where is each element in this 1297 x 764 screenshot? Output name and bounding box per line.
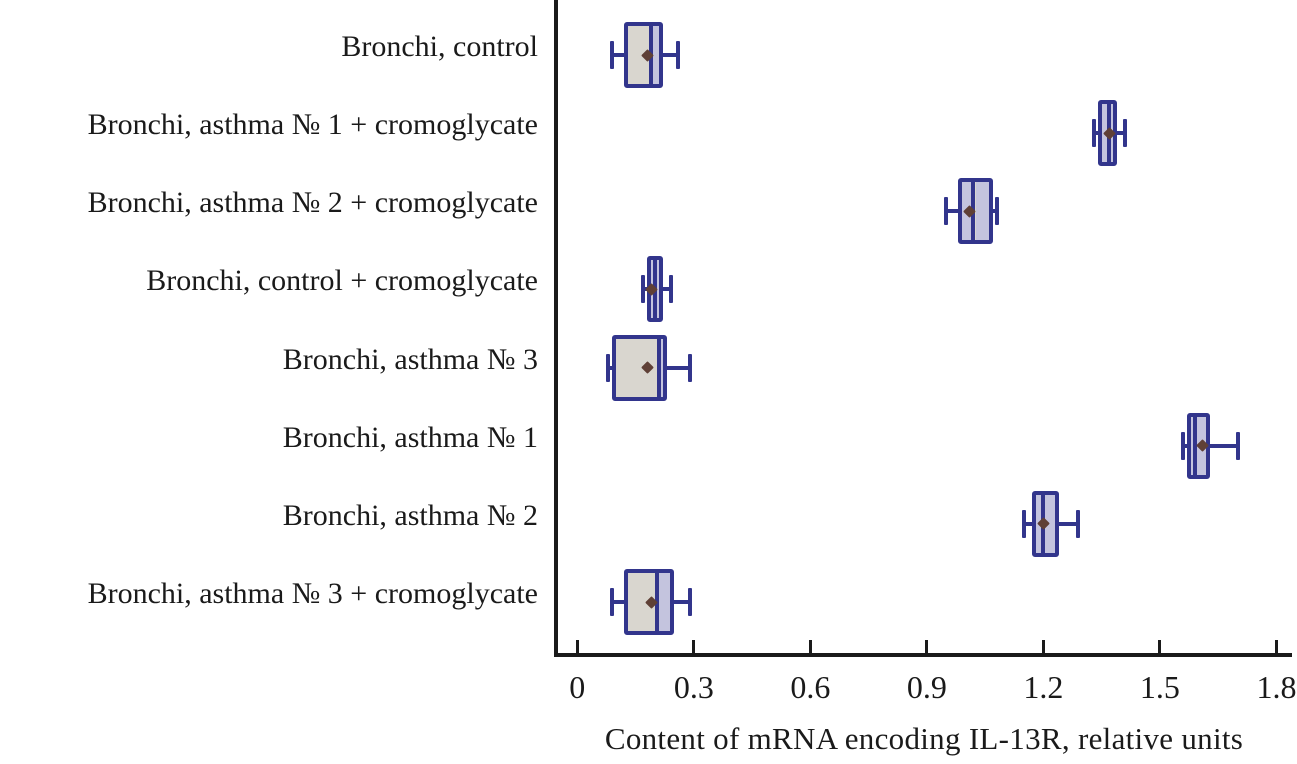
x-tick-label: 0.3: [673, 669, 714, 705]
x-tick-label: 1.8: [1256, 669, 1297, 705]
box-fill-right: [975, 182, 989, 241]
category-label: Bronchi, asthma № 3 + cromoglycate: [87, 577, 538, 610]
category-label: Bronchi, control: [341, 30, 538, 63]
whisker-cap-left: [606, 353, 611, 382]
whisker-cap-left: [1021, 509, 1026, 538]
x-tick-label: 1.5: [1139, 669, 1180, 705]
box-fill-left: [1191, 416, 1193, 475]
whisker-cap-left: [1091, 119, 1096, 148]
box-fill-right: [1045, 494, 1055, 553]
median-line: [656, 338, 661, 397]
category-label: Bronchi, asthma № 3: [282, 342, 538, 376]
whisker-cap-right: [668, 275, 673, 304]
box-fill-right: [656, 260, 659, 319]
x-tick-label: 0: [569, 669, 586, 705]
x-tick: [692, 640, 696, 653]
x-axis-title: Content of mRNA encoding IL-13R, relativ…: [604, 721, 1244, 756]
whisker-cap-left: [1181, 431, 1186, 460]
whisker-cap-left: [610, 588, 615, 616]
x-tick-label: 1.2: [1023, 669, 1064, 705]
whisker-cap-right: [676, 41, 681, 69]
box-fill-right: [653, 26, 659, 84]
x-tick: [1274, 640, 1278, 653]
whisker-cap-right: [994, 197, 999, 226]
whisker-cap-right: [1235, 431, 1240, 460]
x-tick-label: 0.6: [790, 669, 831, 705]
category-label: Bronchi, asthma № 2 + cromoglycate: [87, 186, 538, 220]
box: [612, 334, 667, 401]
x-tick: [808, 640, 812, 653]
box-fill-left: [627, 26, 650, 84]
x-tick: [1158, 640, 1162, 653]
x-tick: [925, 640, 929, 653]
whisker-cap-left: [641, 275, 646, 304]
category-label: Bronchi, control + cromoglycate: [146, 264, 538, 298]
whisker-cap-right: [1122, 119, 1127, 148]
x-tick: [575, 640, 579, 653]
x-tick: [1041, 640, 1045, 653]
box-fill-right: [658, 573, 671, 631]
whisker-cap-left: [944, 197, 949, 226]
y-axis-line: [554, 0, 558, 657]
x-tick-label: 0.9: [906, 669, 947, 705]
whisker-cap-left: [610, 41, 615, 69]
whisker-cap-right: [687, 353, 692, 382]
category-label: Bronchi, asthma № 1 + cromoglycate: [87, 108, 538, 142]
x-axis-line: [554, 653, 1292, 657]
median-line: [1192, 416, 1197, 475]
category-label: Bronchi, asthma № 2: [282, 498, 538, 532]
whisker-cap-right: [1076, 509, 1081, 538]
box-fill-right: [660, 338, 663, 397]
whisker-line: [1183, 443, 1238, 448]
category-label: Bronchi, asthma № 1: [282, 420, 538, 454]
whisker-cap-right: [687, 588, 692, 616]
